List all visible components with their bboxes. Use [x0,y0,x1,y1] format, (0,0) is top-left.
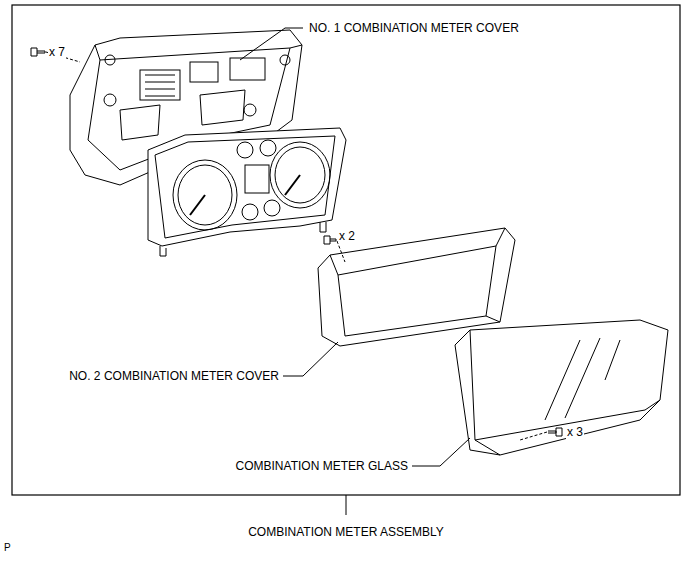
screw-count: x 7 [48,45,66,59]
screw-count: x 2 [338,229,356,243]
part-name: COMBINATION METER GLASS [235,459,409,473]
meter-cover-2 [318,228,515,346]
leader-lines [240,28,470,466]
assembly-name: COMBINATION METER ASSEMBLY [247,525,445,539]
screw-count: x 3 [566,425,584,439]
meter-glass [455,320,668,455]
meter-face [148,128,346,256]
assembly-frame [12,5,680,495]
part-name: NO. 1 COMBINATION METER COVER [308,21,520,35]
figure-code: P [3,541,12,555]
part-name: NO. 2 COMBINATION METER COVER [68,369,280,383]
screw-symbols [31,48,562,440]
assembly-bracket [346,495,347,515]
